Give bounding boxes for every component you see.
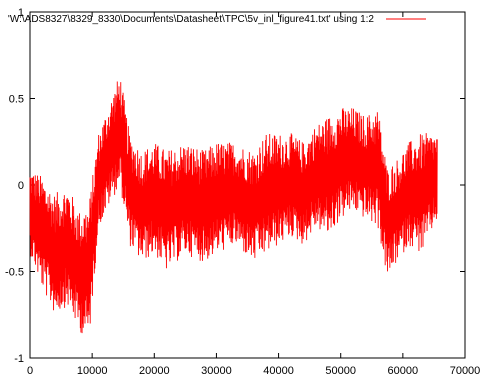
y-tick-label: -0.5 bbox=[5, 267, 24, 279]
x-tick-label: 50000 bbox=[325, 365, 356, 377]
x-tick-label: 40000 bbox=[263, 365, 294, 377]
x-tick-label: 60000 bbox=[388, 365, 419, 377]
x-tick-label: 30000 bbox=[201, 365, 232, 377]
y-tick-label: 0 bbox=[18, 180, 24, 192]
x-tick-label: 20000 bbox=[139, 365, 170, 377]
legend-label: 'W:\ADS8327\8329_8330\Documents\Datashee… bbox=[8, 14, 375, 25]
x-tick-label: 70000 bbox=[450, 365, 481, 377]
axis-tick-labels: 0 10000 20000 30000 40000 50000 60000 70000 1 0.5… bbox=[5, 7, 480, 377]
y-tick-label: -1 bbox=[14, 353, 24, 365]
legend: 'W:\ADS8327\8329_8330\Documents\Datashee… bbox=[8, 14, 426, 25]
y-tick-label: 0.5 bbox=[9, 94, 24, 106]
x-tick-label: 0 bbox=[27, 365, 33, 377]
series-inl bbox=[29, 81, 438, 334]
inl-series-line bbox=[29, 81, 438, 334]
y-tick-label: 1 bbox=[18, 7, 24, 19]
x-tick-label: 10000 bbox=[77, 365, 108, 377]
